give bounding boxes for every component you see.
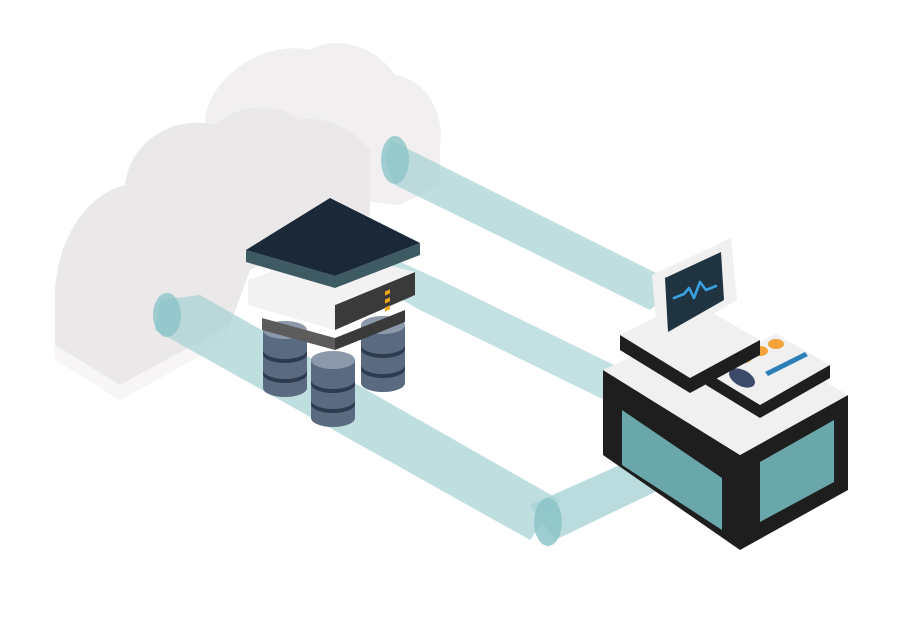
cylinder-stripe xyxy=(361,365,405,378)
pipe-elbow-cap xyxy=(534,498,562,546)
pipe-cloud-lower-to-terminal xyxy=(153,293,680,546)
cylinder-stripe xyxy=(263,350,307,363)
terminal-side-window xyxy=(760,420,834,522)
cloud-front-layer xyxy=(55,107,370,386)
monitoring-terminal-icon xyxy=(603,238,848,550)
server-band-right xyxy=(335,272,415,330)
monitor-base-top xyxy=(620,300,760,378)
panel-front xyxy=(706,372,760,418)
cylinder-top xyxy=(311,351,355,369)
database-cylinder-icon xyxy=(311,351,355,427)
monitor-unit xyxy=(620,238,760,393)
server-base-left xyxy=(262,318,335,350)
server-top-face xyxy=(246,198,420,276)
pipe-body xyxy=(155,295,560,540)
server-base-right xyxy=(335,310,405,350)
server-top-right-edge xyxy=(335,243,420,288)
cylinder-stripe xyxy=(263,370,307,383)
indicator-light xyxy=(385,289,390,296)
monitor-base-side xyxy=(690,340,760,393)
cloud-icon xyxy=(55,43,441,400)
pipe-body xyxy=(385,140,680,310)
monitor-screen xyxy=(665,252,724,332)
cylinder-stripe xyxy=(311,400,355,413)
pipe-server-to-terminal xyxy=(385,255,655,410)
server-top-left-edge xyxy=(246,250,335,288)
pipe-cap xyxy=(381,136,409,184)
cylinder-stripe xyxy=(361,345,405,358)
panel-side xyxy=(760,365,830,418)
cloud-side-shade xyxy=(55,325,230,400)
status-indicator-lights xyxy=(385,289,390,312)
terminal-front-window xyxy=(622,410,722,530)
pipe-body xyxy=(385,255,655,410)
indicator-light xyxy=(385,305,390,312)
cylinder-body xyxy=(311,360,355,427)
indicator-light xyxy=(385,297,390,304)
pipe-cloud-top-to-terminal xyxy=(381,136,680,310)
panel-top xyxy=(706,334,830,405)
cylinder-stripe xyxy=(311,380,355,393)
server-stack-icon xyxy=(246,198,420,350)
panel-pill xyxy=(768,339,784,349)
server-band-left xyxy=(248,280,335,330)
panel-bar xyxy=(765,352,808,376)
monitor-base-front xyxy=(620,335,690,393)
pipe-cap xyxy=(153,293,181,337)
panel-oval-button xyxy=(729,368,755,388)
waveform-icon xyxy=(672,280,718,300)
